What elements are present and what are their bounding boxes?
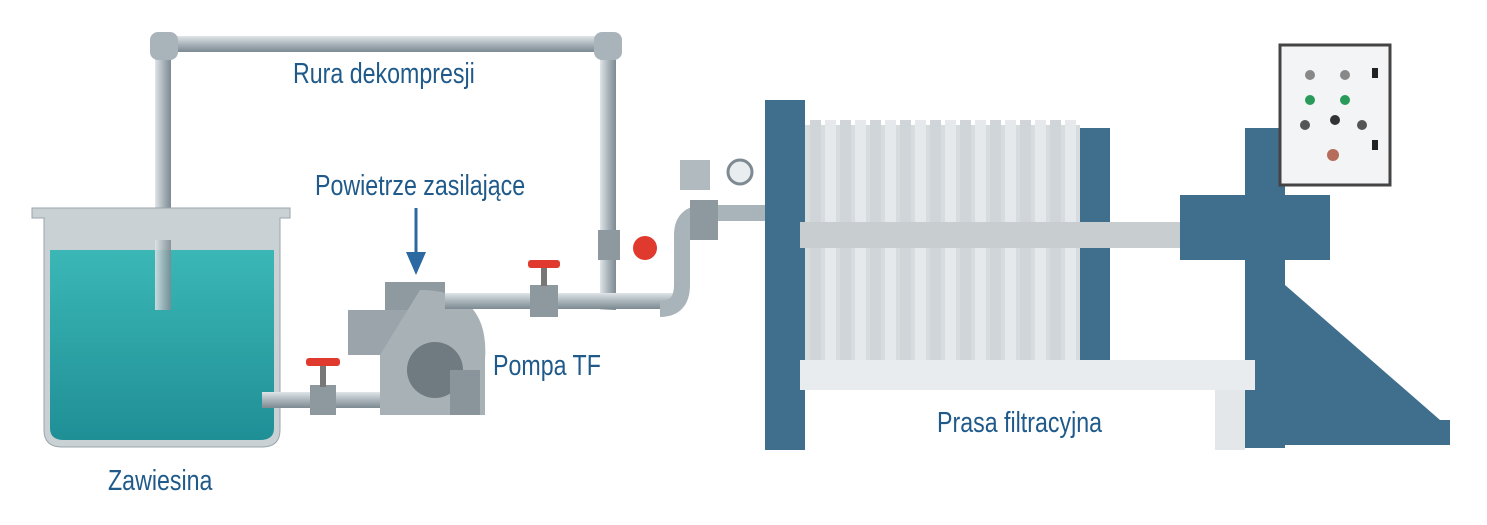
- label-pump: Pompa TF: [493, 350, 601, 382]
- pump: [348, 282, 486, 415]
- suction-pipe: [262, 358, 392, 415]
- slurry-tank: [31, 207, 291, 448]
- label-slurry: Zawiesina: [108, 465, 213, 497]
- filter-press: [765, 43, 1450, 450]
- discharge-pipe: [445, 158, 765, 317]
- valve-handle-icon: [306, 358, 340, 366]
- supply-air-arrow: [406, 208, 426, 275]
- label-decompression-pipe: Rura dekompresji: [293, 58, 475, 90]
- label-filter-press: Prasa filtracyjna: [937, 407, 1103, 439]
- label-supply-air: Powietrze zasilające: [315, 170, 526, 202]
